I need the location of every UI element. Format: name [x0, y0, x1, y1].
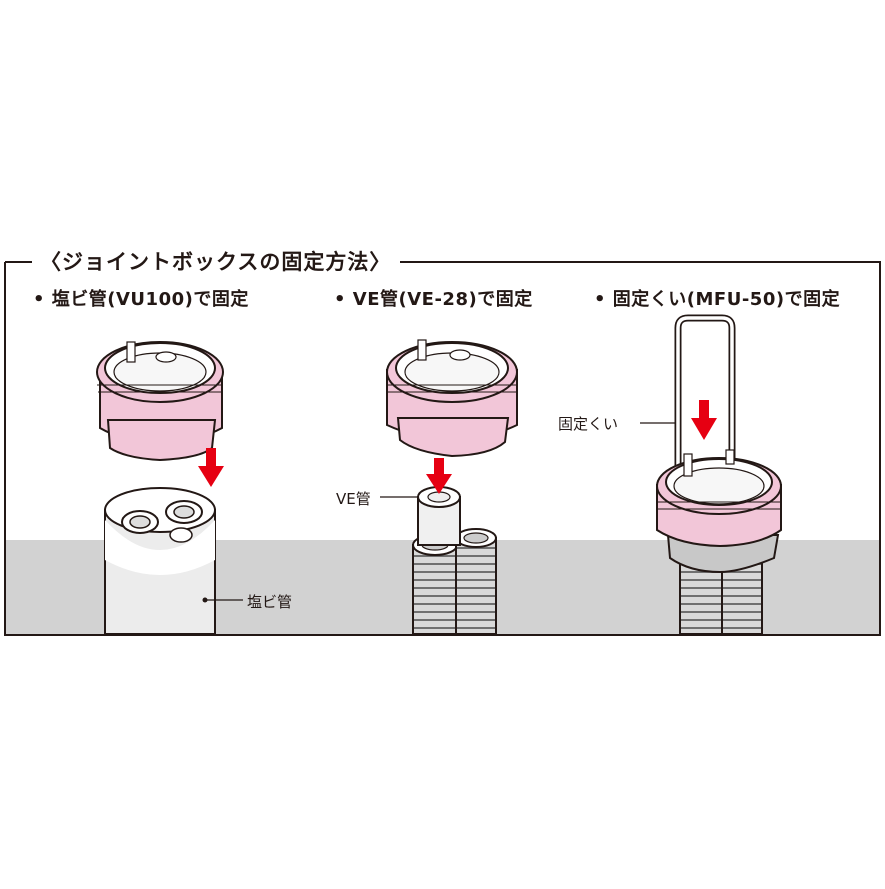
- label-ve-pipe: VE管: [336, 490, 371, 508]
- down-arrow-1: [198, 448, 224, 487]
- method-heading-stake: • 固定くい(MFU-50)で固定: [594, 289, 841, 310]
- pvc-pipe: [104, 487, 243, 635]
- frame-border: [4, 261, 881, 636]
- corrugated-pipe-left: [412, 534, 458, 635]
- joint-box-3: [656, 449, 782, 574]
- label-fixing-stake: 固定くい: [558, 415, 619, 433]
- down-arrow-2: [426, 458, 452, 494]
- label-pvc-pipe: 塩ビ管: [247, 593, 293, 611]
- ve-pipe: [380, 486, 461, 546]
- diagram-title: 〈ジョイントボックスの固定方法〉: [34, 246, 398, 276]
- down-arrow-3: [691, 400, 717, 440]
- corrugated-pipe-right: [455, 528, 497, 635]
- joint-box-1: [96, 341, 224, 462]
- method-heading-pvc: • 塩ビ管(VU100)で固定: [33, 289, 249, 310]
- method-heading-ve: • VE管(VE-28)で固定: [334, 289, 533, 310]
- fixing-stake: [640, 314, 736, 480]
- joint-box-2: [386, 339, 518, 458]
